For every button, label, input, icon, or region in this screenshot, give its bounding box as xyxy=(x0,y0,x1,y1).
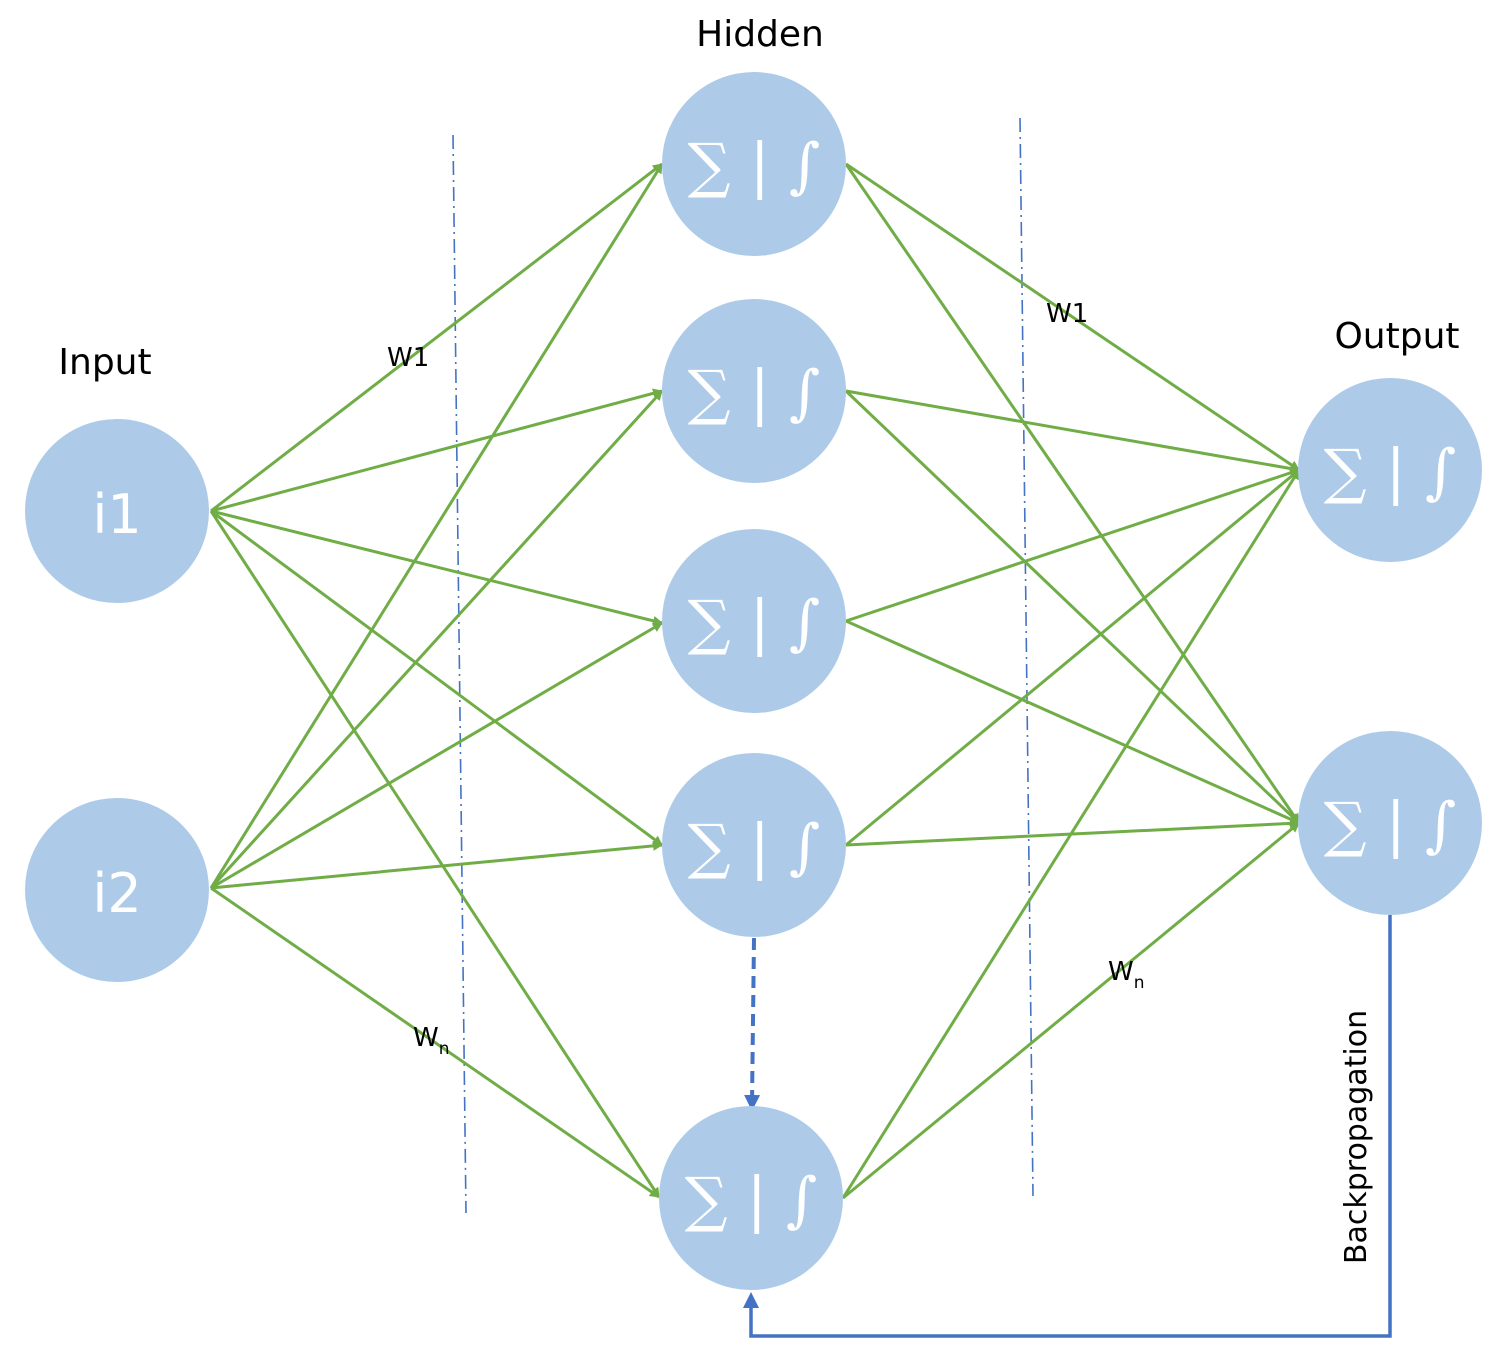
hidden-output-edge xyxy=(842,821,1300,1200)
hidden-output-edge xyxy=(844,389,1301,825)
weight-label-input-top: W1 xyxy=(387,343,429,373)
backpropagation-label: Backpropagation xyxy=(1339,1010,1374,1264)
hidden-output-edge xyxy=(844,163,1301,824)
input-layer-label: Input xyxy=(58,342,151,383)
hidden-output-edge xyxy=(845,468,1300,623)
weight-label-output-top: W1 xyxy=(1046,299,1088,329)
input-layer: i1 i2 xyxy=(25,419,209,982)
sum-activation-symbol: ∑ | ∫ xyxy=(688,812,820,882)
input-node-i1: i1 xyxy=(25,419,209,603)
input-node-i2: i2 xyxy=(25,798,209,982)
input-hidden-edge xyxy=(210,388,663,513)
connection-edges xyxy=(209,162,1301,1200)
hidden-layer: ∑ | ∫ ∑ | ∫ ∑ | ∫ ∑ | ∫ ∑ | ∫ xyxy=(659,72,846,1290)
backpropagation-path xyxy=(743,915,1392,1338)
input-node-label: i1 xyxy=(92,483,141,546)
input-hidden-edge xyxy=(209,510,661,1198)
input-hidden-edge xyxy=(210,162,663,513)
sum-activation-symbol: ∑ | ∫ xyxy=(685,1165,817,1235)
sum-activation-symbol: ∑ | ∫ xyxy=(688,131,820,201)
hidden-output-edge xyxy=(845,162,1300,472)
output-layer: ∑ | ∫ ∑ | ∫ xyxy=(1298,378,1482,915)
hidden-output-edge xyxy=(845,468,1300,847)
weight-label-output-bottom: Wn xyxy=(1108,957,1145,993)
weight-base: W xyxy=(1108,957,1134,987)
hidden-output-edge xyxy=(841,469,1301,1199)
input-hidden-edge xyxy=(209,163,664,889)
hidden-node: ∑ | ∫ xyxy=(662,753,846,937)
hidden-output-edge xyxy=(845,389,1300,474)
hidden-node: ∑ | ∫ xyxy=(662,529,846,713)
hidden-node: ∑ | ∫ xyxy=(662,72,846,256)
input-hidden-edge xyxy=(210,509,663,626)
weight-divider-left xyxy=(452,134,467,1214)
sum-activation-symbol: ∑ | ∫ xyxy=(1324,790,1456,860)
hidden-node: ∑ | ∫ xyxy=(662,299,846,483)
output-node: ∑ | ∫ xyxy=(1298,731,1482,915)
hidden-continuation-arrow xyxy=(744,937,761,1111)
weight-subscript: n xyxy=(1134,973,1145,993)
weight-subscript: n xyxy=(439,1039,450,1059)
weight-divider-right xyxy=(1019,117,1034,1197)
weight-label-input-bottom: Wn xyxy=(413,1023,450,1059)
hidden-node: ∑ | ∫ xyxy=(659,1106,843,1290)
output-layer-label: Output xyxy=(1334,316,1459,357)
input-node-label: i2 xyxy=(92,862,141,925)
sum-activation-symbol: ∑ | ∫ xyxy=(688,588,820,658)
sum-activation-symbol: ∑ | ∫ xyxy=(688,358,820,428)
input-hidden-edge xyxy=(209,389,664,890)
hidden-output-edge xyxy=(845,619,1300,825)
input-hidden-edge xyxy=(210,840,663,890)
input-hidden-edge xyxy=(210,621,663,890)
weight-base: W xyxy=(413,1023,439,1053)
input-hidden-edge xyxy=(210,886,660,1199)
hidden-layer-label: Hidden xyxy=(696,14,824,55)
output-node: ∑ | ∫ xyxy=(1298,378,1482,562)
input-hidden-edge xyxy=(210,509,663,847)
sum-activation-symbol: ∑ | ∫ xyxy=(1324,437,1456,507)
